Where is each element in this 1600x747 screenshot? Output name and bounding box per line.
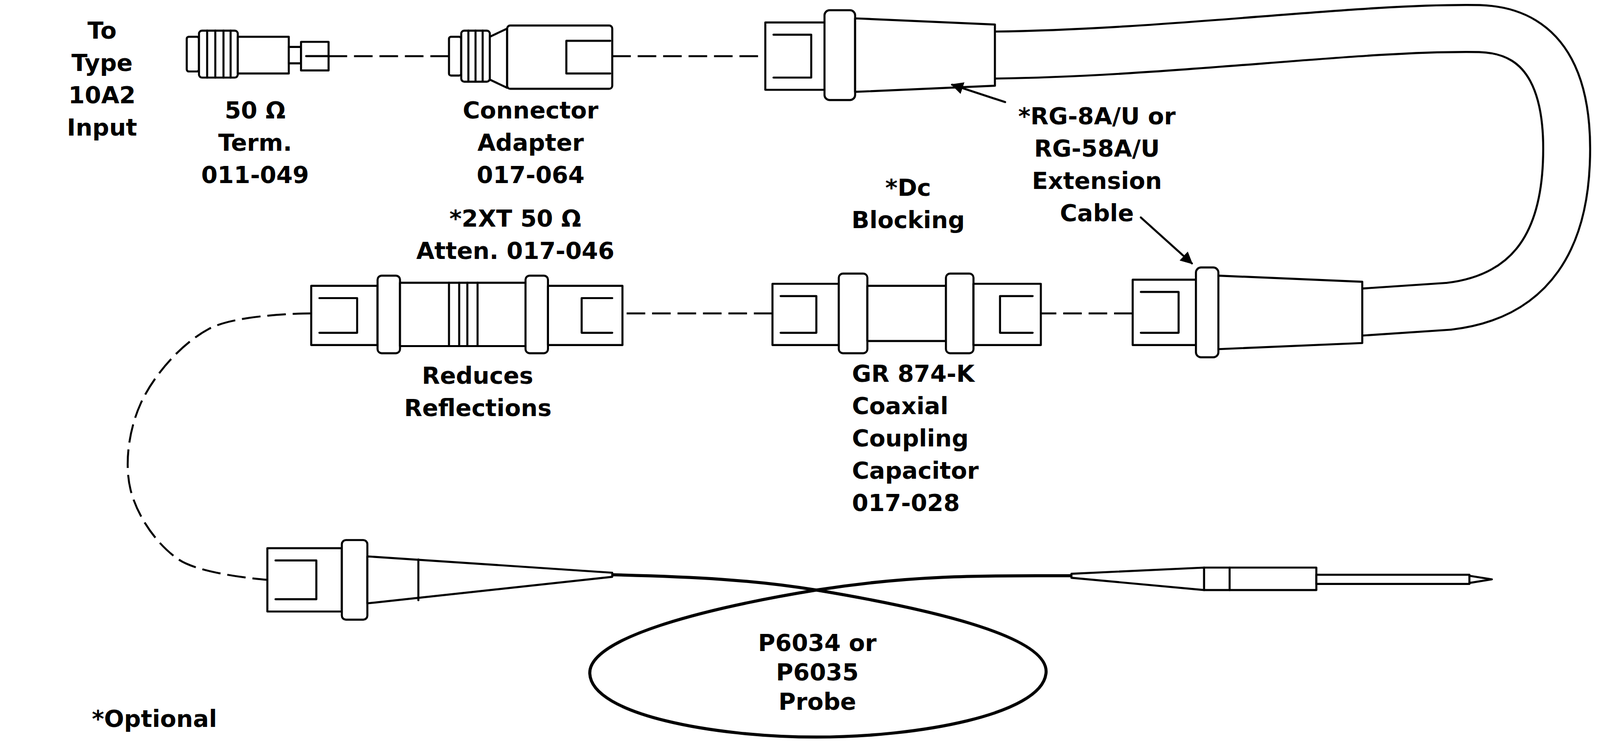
cable-outline: [989, 28, 1567, 313]
bnc-terminator: [186, 36, 200, 72]
probe: [1316, 574, 1470, 584]
leader-line: [952, 84, 1006, 102]
coupling-capacitor: [1000, 296, 1033, 333]
bnc-terminator: [222, 30, 225, 78]
dashed-connection: [612, 55, 764, 58]
bnc-terminator: [300, 42, 329, 71]
coax-cable: [765, 10, 1567, 358]
part-label: *Dc Blocking: [846, 171, 970, 236]
coax-cable: [1195, 267, 1219, 358]
probe: [417, 559, 420, 600]
coupling-capacitor: [780, 296, 817, 333]
part-label: Reduces Reflections: [404, 359, 551, 424]
attenuator: [319, 297, 358, 333]
probe: [1071, 567, 1205, 591]
part-label: *RG-8A/U or RG-58A/U Extension Cable: [1016, 99, 1178, 229]
coax-cable: [1132, 279, 1196, 345]
connector-adapter: [449, 25, 613, 89]
note-label: To Type 10A2 Input: [53, 14, 152, 144]
part-label: Connector Adapter 017-064: [459, 93, 602, 191]
connector-part: *2XT 50 Ω Atten. 017-046Reduces Reflecti…: [311, 273, 623, 354]
connector-adapter: [506, 25, 613, 89]
coax-cable: [773, 34, 812, 78]
coax-cable: [765, 22, 827, 91]
coax-cable: [824, 10, 856, 101]
probe: [1204, 567, 1317, 591]
note-label: *Optional: [91, 702, 239, 735]
connector-adapter: [449, 36, 462, 76]
part-label: P6034 or P6035 Probe: [753, 627, 881, 716]
connector-part: *Dc BlockingGR 874-K Coaxial Coupling Ca…: [772, 273, 1041, 354]
attenuator: [448, 282, 451, 346]
cable-body: [989, 28, 1567, 313]
connector-adapter: [489, 28, 507, 88]
dashed-connection: [328, 55, 450, 58]
attenuator: [525, 275, 549, 353]
attenuator: [377, 275, 401, 353]
connector-part: Connector Adapter 017-064: [449, 25, 613, 89]
attenuator: [476, 282, 479, 346]
dashed-connection: [127, 313, 312, 580]
coax-cable: [1141, 291, 1179, 333]
dashed-connection: [622, 312, 773, 315]
probe: [267, 548, 342, 612]
connector-adapter: [481, 30, 484, 82]
probe: [1228, 567, 1231, 591]
attenuator: [400, 282, 526, 346]
coupling-capacitor: [772, 273, 1041, 354]
bnc-terminator: [199, 30, 238, 78]
part-label: *2XT 50 Ω Atten. 017-046: [413, 202, 618, 267]
connector-adapter: [461, 30, 490, 82]
part-label: 50 Ω Term. 011-049: [191, 93, 319, 191]
probe: [267, 539, 1492, 737]
coax-cable: [855, 18, 996, 92]
bnc-terminator: [306, 55, 329, 58]
part-label: GR 874-K Coaxial Coupling Capacitor 017-…: [851, 357, 1014, 519]
connector-part: 50 Ω Term. 011-049: [186, 28, 329, 80]
bnc-terminator: [205, 30, 208, 78]
dashed-connection: [1040, 312, 1133, 315]
attenuator: [548, 285, 623, 345]
bnc-terminator: [214, 30, 217, 78]
attenuator: [457, 282, 460, 346]
connector-adapter: [467, 30, 470, 82]
attenuator: [581, 297, 613, 333]
coupling-capacitor: [973, 283, 1042, 345]
probe: [367, 556, 613, 604]
leader-line: [1141, 217, 1192, 264]
coupling-capacitor: [838, 273, 868, 354]
probe: [275, 560, 317, 599]
bnc-terminator: [229, 30, 232, 78]
probe: [342, 539, 368, 620]
attenuator: [311, 285, 378, 345]
bnc-terminator: [186, 30, 329, 78]
probe: [1469, 575, 1492, 583]
coupling-capacitor: [867, 285, 947, 342]
connector-adapter: [566, 40, 611, 74]
bnc-terminator: [237, 36, 289, 74]
attenuator: [466, 282, 469, 346]
leader-line: [952, 84, 1192, 264]
connector-part: P6034 or P6035 Probe: [267, 539, 1492, 739]
bnc-terminator: [288, 46, 301, 64]
attenuator: [311, 275, 623, 353]
probe-cable: [589, 574, 1072, 737]
connector-adapter: [474, 30, 477, 82]
coax-cable: [1218, 275, 1363, 349]
drawing: [186, 10, 1567, 737]
coupling-capacitor: [945, 273, 974, 354]
coupling-capacitor: [772, 283, 840, 345]
